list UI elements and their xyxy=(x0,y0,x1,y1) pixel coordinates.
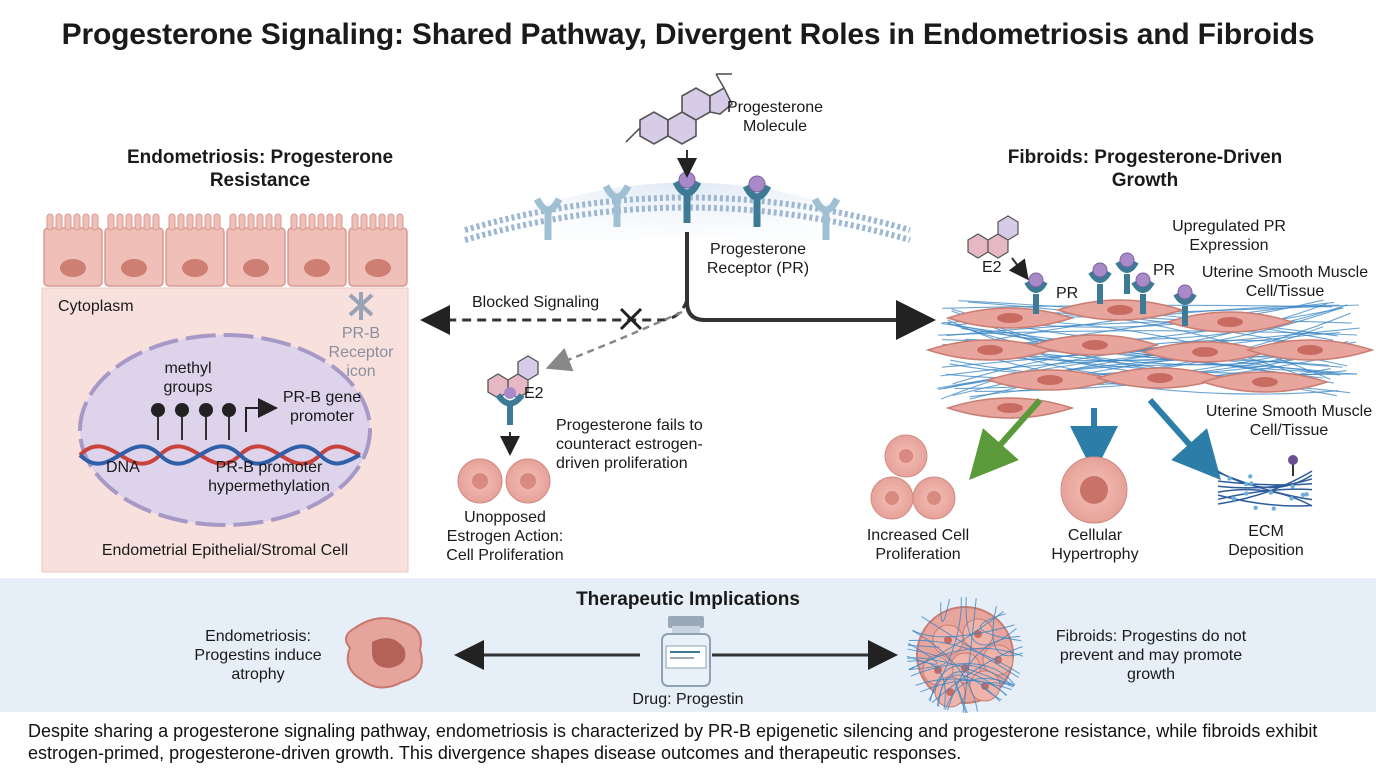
fibroid-receptor xyxy=(1115,252,1139,294)
fibroid-receptor xyxy=(1173,284,1197,326)
membrane-receptor xyxy=(533,197,563,240)
nucleus xyxy=(78,333,372,527)
epithelial-cell-row xyxy=(43,213,408,287)
fails-text: Progesterone fails to counteract estroge… xyxy=(556,417,703,472)
pr-label-2: PR xyxy=(1153,262,1176,279)
progesterone-molecule xyxy=(625,73,733,145)
proliferating-cells xyxy=(457,458,551,504)
blocked-x-mark xyxy=(619,307,643,331)
hypertrophy-cell xyxy=(1060,456,1128,524)
endometriosis-panel xyxy=(41,213,409,573)
therapy-fibroid-text: Fibroids: Progestins do not prevent and … xyxy=(1055,628,1247,683)
endometriosis-heading: Endometriosis: Progesterone Resistance xyxy=(126,147,394,191)
membrane-receptor xyxy=(742,175,772,227)
pr-label-1: PR xyxy=(1056,285,1079,302)
fibroid-e2-arrow xyxy=(1008,257,1029,281)
membrane-receptor xyxy=(602,184,632,227)
blocked-signal-path xyxy=(420,299,689,335)
atrophic-cell xyxy=(345,617,423,689)
fibroid-mass-icon xyxy=(906,596,1024,714)
fibroid-receptor xyxy=(1131,272,1155,314)
drug-label: Drug: Progestin xyxy=(632,691,744,708)
fibroid-receptors xyxy=(1024,252,1197,326)
vial-icon xyxy=(661,616,711,687)
fibroid-e2-molecule xyxy=(967,215,1019,259)
e2-label: E2 xyxy=(524,385,544,402)
tissue-label-1: Uterine Smooth Muscle Cell/Tissue xyxy=(1201,264,1369,300)
smooth-muscle-cell xyxy=(1245,339,1375,361)
fibroid-receptor xyxy=(1024,272,1048,314)
arrow-proliferation xyxy=(969,398,1043,480)
promoter-label: PR-B gene promoter xyxy=(282,389,362,425)
unopposed-text: Unopposed Estrogen Action: Cell Prolifer… xyxy=(446,509,564,564)
receptor-label: Progesterone Receptor (PR) xyxy=(706,241,810,277)
smooth-muscle-cell xyxy=(1200,371,1330,393)
fibroid-receptor xyxy=(1088,262,1112,304)
fibroid-e2-label: E2 xyxy=(982,259,1002,276)
receptor-icon-label: PR-B Receptor icon xyxy=(328,325,394,380)
smooth-muscle-cell xyxy=(925,339,1055,361)
epithelial-cell xyxy=(287,213,347,287)
outcome-hypertrophy-label: Cellular Hypertrophy xyxy=(1051,527,1139,563)
hypermethylation-label: PR-B promoter hypermethylation xyxy=(208,459,330,495)
epithelial-cell xyxy=(348,213,408,287)
promoter-arrow xyxy=(245,398,278,432)
footer-summary: Despite sharing a progesterone signaling… xyxy=(28,721,1318,763)
upregulated-label: Upregulated PR Expression xyxy=(1172,218,1286,254)
estrogen-dashed-arrow xyxy=(545,310,683,372)
fibroids-heading: Fibroids: Progesterone-Driven Growth xyxy=(1007,147,1283,191)
e2-molecule xyxy=(487,355,539,399)
therapy-heading: Therapeutic Implications xyxy=(576,589,800,610)
methyl-label: methyl groups xyxy=(163,360,213,396)
outcome-proliferation-label: Increased Cell Proliferation xyxy=(866,527,970,563)
dna-label: DNA xyxy=(106,459,140,476)
cell-type-label: Endometrial Epithelial/Stromal Cell xyxy=(101,542,349,559)
smooth-muscle-cell xyxy=(1095,367,1225,389)
cytoplasm-label: Cytoplasm xyxy=(58,298,134,315)
outcome-ecm-label: ECM Deposition xyxy=(1228,523,1304,559)
outcome-proliferation-cells xyxy=(870,434,956,520)
pr-b-receptor-icon xyxy=(348,292,374,320)
dna-helix xyxy=(78,444,361,466)
ecm-deposition-icon xyxy=(1217,455,1313,511)
page-title: Progesterone Signaling: Shared Pathway, … xyxy=(61,18,1315,51)
epithelial-cell xyxy=(43,213,103,287)
smooth-muscle-cell xyxy=(1165,311,1295,333)
methyl-groups xyxy=(151,403,236,440)
arrow-ecm xyxy=(1147,398,1221,480)
epithelial-cell xyxy=(165,213,225,287)
molecule-label: Progesterone Molecule xyxy=(726,99,824,135)
smooth-muscle-cell xyxy=(1030,334,1160,356)
membrane-receptor xyxy=(811,197,841,240)
smooth-muscle-cell xyxy=(985,369,1115,391)
blocked-signal-label: Blocked Signaling xyxy=(472,294,600,311)
e2-receptor xyxy=(495,387,525,425)
smooth-muscle-cell xyxy=(945,307,1075,329)
tissue-label-2: Uterine Smooth Muscle Cell/Tissue xyxy=(1205,403,1373,439)
epithelial-cell xyxy=(104,213,164,287)
smooth-muscle-cell xyxy=(945,397,1075,419)
epithelial-cell xyxy=(226,213,286,287)
therapy-endo-text: Endometriosis: Progestins induce atrophy xyxy=(194,628,322,683)
